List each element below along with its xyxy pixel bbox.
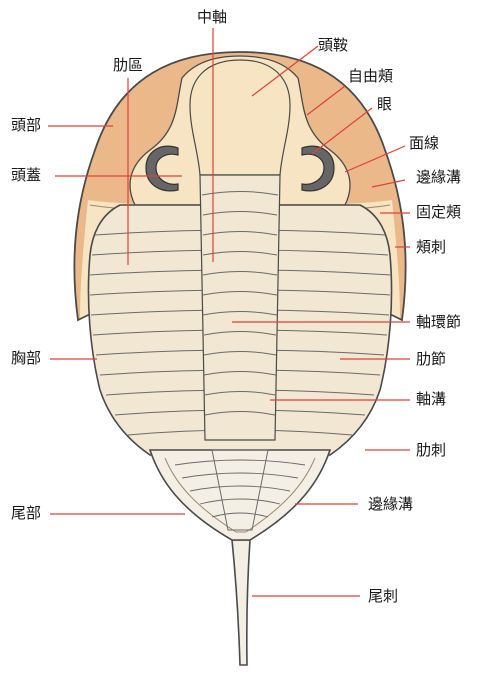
label-border-furrow-head: 邊緣溝 [416, 170, 461, 185]
label-axis: 中軸 [197, 10, 227, 25]
label-pleural-spine: 肋刺 [416, 443, 446, 458]
label-axial-furrow: 軸溝 [416, 392, 446, 407]
label-fixed-cheek: 固定頰 [416, 205, 461, 220]
label-genal-spine: 頰刺 [416, 240, 446, 255]
label-thorax: 胸部 [11, 351, 41, 366]
label-tail-spine: 尾刺 [368, 589, 398, 604]
label-pleural-region: 肋區 [113, 58, 143, 73]
label-border-furrow-tail: 邊緣溝 [368, 497, 413, 512]
glabella-shape [190, 60, 290, 175]
label-cephalon: 頭部 [11, 118, 41, 133]
label-axial-ring: 軸環節 [416, 315, 461, 330]
label-glabella: 頭鞍 [318, 38, 348, 53]
label-facial-suture: 面線 [409, 136, 439, 151]
label-cranidium: 頭蓋 [11, 168, 41, 183]
tail-spine-shape [232, 540, 250, 665]
label-pygidium: 尾部 [11, 506, 41, 521]
label-pleura: 肋節 [416, 352, 446, 367]
pygidium-shape [150, 450, 330, 540]
label-free-cheek: 自由頰 [348, 69, 393, 84]
label-eye: 眼 [377, 97, 392, 112]
axis-shape [200, 175, 280, 440]
